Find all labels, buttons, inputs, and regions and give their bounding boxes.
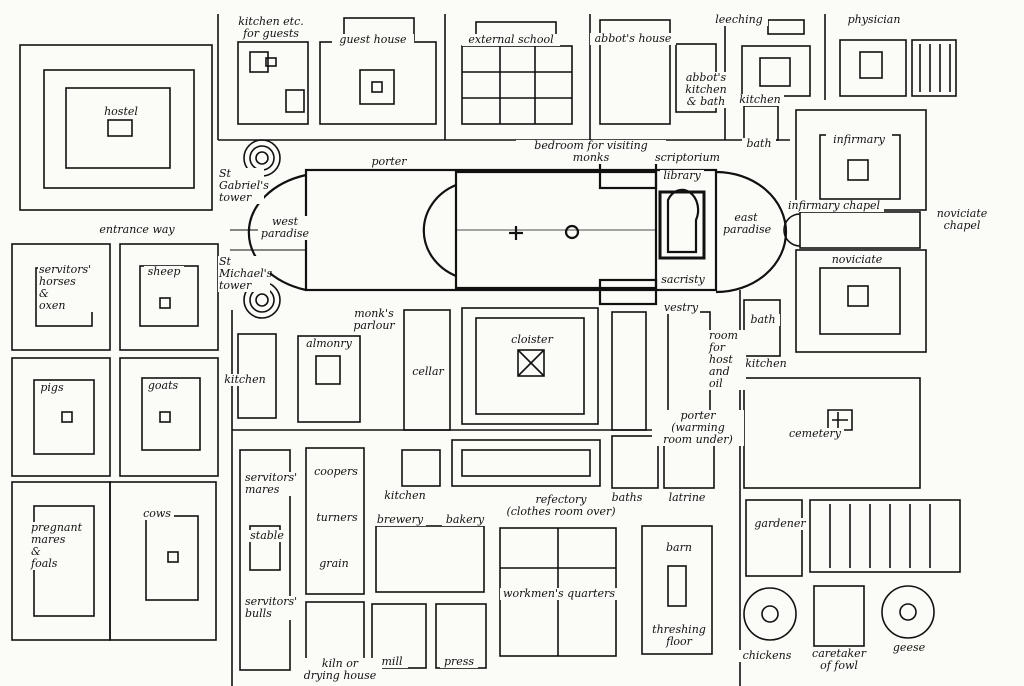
label-kitchen-ne: kitchen (736, 94, 784, 106)
label-bakery: bakery (442, 514, 488, 526)
label-kiln: kiln or drying house (298, 658, 382, 682)
label-baths: baths (608, 492, 646, 504)
label-noviciate: noviciate (826, 254, 888, 266)
label-porter-warming: porter (warming room under) (652, 410, 744, 446)
label-barn: barn (662, 542, 696, 554)
label-west-paradise: west paradise (258, 216, 312, 240)
label-mill: mill (376, 656, 408, 668)
label-entrance-way: entrance way (88, 224, 186, 236)
label-stable: stable (248, 530, 286, 542)
physician-building (839, 39, 957, 97)
label-goats: goats (144, 380, 182, 392)
label-cemetery: cemetery (786, 428, 844, 440)
label-refectory: refectory (clothes room over) (500, 494, 622, 518)
noviciate-building (795, 249, 927, 353)
label-external-school: external school (462, 34, 560, 46)
label-workmens-quarters: workmen's quarters (500, 588, 618, 600)
label-kitchen-e: kitchen (742, 358, 790, 370)
label-guest-house: guest house (332, 34, 414, 46)
label-monks-parlour: monk's parlour (346, 308, 402, 332)
label-leeching: leeching (710, 14, 768, 26)
label-bedroom-visiting-monks: bedroom for visiting monks (516, 140, 666, 164)
label-servitors-horses: servitors' horses & oxen (38, 264, 98, 312)
label-porter: porter (368, 156, 410, 168)
label-servitors-bulls: servitors' bulls (244, 596, 304, 620)
label-pregnant-mares: pregnant mares & foals (30, 522, 92, 570)
label-abbots-house: abbot's house (590, 33, 676, 45)
label-infirmary: infirmary (826, 134, 892, 146)
label-coopers: coopers (310, 466, 362, 478)
label-noviciate-chapel: noviciate chapel (934, 208, 990, 232)
guest-kitchen-building (237, 41, 309, 125)
label-almonry: almonry (304, 338, 354, 350)
label-kitchen-guests: kitchen etc. for guests (232, 16, 310, 40)
label-servitors-mares: servitors' mares (244, 472, 302, 496)
label-chickens: chickens (738, 650, 796, 662)
label-gardener: gardener (752, 518, 808, 530)
label-cloister: cloister (508, 334, 556, 346)
external-school-building (461, 21, 573, 125)
label-abbots-kitchen: abbot's kitchen & bath (678, 72, 734, 108)
label-latrine: latrine (664, 492, 710, 504)
label-turners: turners (312, 512, 362, 524)
label-press: press (440, 656, 478, 668)
label-cows: cows (140, 508, 174, 520)
label-st-gabriels-tower: St Gabriel's tower (218, 167, 269, 204)
label-vestry: vestry (662, 301, 700, 314)
label-library: library (660, 170, 704, 182)
label-kitchen-refectory: kitchen (382, 490, 428, 502)
label-hostel: hostel (100, 106, 142, 118)
infirmary-building (795, 109, 927, 211)
label-physician: physician (842, 14, 906, 26)
label-pigs: pigs (36, 382, 68, 394)
label-caretaker-fowl: caretaker of fowl (806, 648, 872, 672)
leeching-building (741, 19, 811, 97)
label-room-host-oil: room for host and oil (708, 330, 746, 390)
label-bath-ne: bath (742, 138, 776, 150)
label-kitchen-w: kitchen (222, 374, 268, 386)
cloister-drawing (461, 307, 599, 425)
label-geese: geese (890, 642, 928, 654)
label-threshing-floor: threshing floor (650, 624, 708, 648)
label-grain: grain (314, 558, 354, 570)
label-scriptorium: scriptorium (654, 151, 720, 164)
label-east-paradise: east paradise (722, 211, 772, 236)
label-brewery: brewery (374, 514, 426, 526)
label-infirmary-chapel: infirmary chapel (784, 200, 884, 212)
label-bath-e: bath (746, 314, 780, 326)
infirmary-chapel-building (783, 211, 921, 249)
label-cellar: cellar (410, 366, 446, 378)
hostel-building (19, 44, 213, 211)
label-st-michaels-tower: St Michael's tower (218, 255, 273, 292)
label-sacristy: sacristy (660, 273, 706, 286)
label-sheep: sheep (144, 266, 184, 278)
